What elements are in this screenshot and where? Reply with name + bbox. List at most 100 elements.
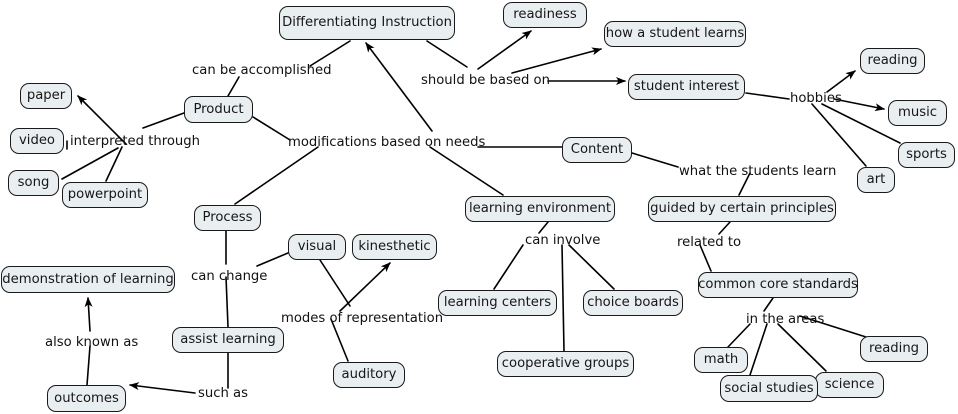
node-common-core-standards[interactable]: common core standards (698, 272, 858, 298)
node-label: music (898, 105, 937, 121)
node-student-interest[interactable]: student interest (628, 74, 745, 100)
edge-interpretedthrough-song (61, 147, 119, 180)
link-label-can-change: can change (191, 270, 267, 283)
edge-hobbies-art (811, 103, 867, 167)
node-guided-by-certain-principles[interactable]: guided by certain principles (648, 196, 836, 222)
edge-product-canbeaccomplished (227, 76, 240, 97)
node-readiness[interactable]: readiness (503, 2, 587, 28)
link-label-text: modifications based on needs (288, 135, 486, 150)
node-differentiating-instruction[interactable]: Differentiating Instruction (279, 6, 455, 40)
edge-suchas-outcomes (129, 382, 196, 394)
edge-outcomes-alsoknownas (86, 345, 91, 386)
link-label-such-as: such as (198, 387, 248, 400)
edge-differentiating-shouldbebasedon (426, 40, 468, 68)
node-demonstration-of-learning[interactable]: demonstration of learning (1, 266, 175, 293)
edge-caninvolve-cooperativegroups (561, 244, 565, 352)
node-label: Content (570, 142, 624, 158)
node-kinesthetic[interactable]: kinesthetic (352, 234, 437, 260)
node-auditory[interactable]: auditory (333, 362, 405, 388)
edge-hobbies-reading (826, 70, 856, 93)
node-reading-hobby[interactable]: reading (860, 48, 925, 74)
node-science[interactable]: science (815, 372, 884, 398)
link-label-text: can be accomplished (192, 63, 332, 78)
edge-shouldbebasedon-howastudentlearns (511, 47, 602, 74)
link-label-text: can change (191, 269, 268, 284)
node-label: how a student learns (605, 26, 745, 42)
edge-modifications-process (234, 146, 319, 205)
node-music[interactable]: music (888, 100, 947, 126)
link-label-modes-of-representation: modes of representation (281, 312, 443, 325)
node-label: Differentiating Instruction (282, 15, 452, 31)
node-label: reading (867, 53, 918, 69)
node-label: visual (297, 239, 337, 255)
edge-alsoknownas-demonstration (84, 297, 93, 332)
node-reading-area[interactable]: reading (860, 336, 928, 362)
node-assist-learning[interactable]: assist learning (172, 327, 284, 353)
edge-visual-modes (319, 259, 351, 307)
link-label-should-be-based-on: should be based on (421, 74, 550, 87)
edge-product-interpretedthrough (142, 112, 185, 129)
node-label: student interest (633, 79, 740, 95)
node-learning-centers[interactable]: learning centers (438, 290, 557, 316)
node-how-a-student-learns[interactable]: how a student learns (604, 21, 746, 47)
node-outcomes[interactable]: outcomes (47, 385, 126, 412)
node-label: reading (868, 341, 920, 357)
node-label: auditory (341, 367, 397, 383)
node-content[interactable]: Content (562, 137, 632, 163)
node-label: readiness (513, 7, 577, 23)
node-label: social studies (724, 380, 814, 396)
link-label-text: also known as (45, 335, 139, 350)
edge-caninvolve-learningcenters (493, 244, 524, 290)
edge-canchange-assistlearning (225, 276, 229, 328)
link-label-what-the-students-learn: what the students learn (679, 165, 836, 178)
node-label: outcomes (54, 390, 119, 406)
edge-content-whatthestudentslearn (631, 152, 679, 168)
edge-interpretedthrough-powerpoint (105, 146, 123, 182)
node-label: learning centers (443, 295, 552, 311)
node-powerpoint[interactable]: powerpoint (62, 182, 148, 208)
link-label-interpreted-through: interpreted through (70, 135, 200, 148)
node-song[interactable]: song (8, 170, 59, 196)
node-label: common core standards (698, 277, 858, 293)
node-learning-environment[interactable]: learning environment (465, 196, 615, 222)
node-math[interactable]: math (694, 347, 748, 373)
link-label-modifications-based-on-needs: modifications based on needs (288, 136, 485, 149)
node-sports[interactable]: sports (898, 142, 955, 168)
edge-caninvolve-choiceboards (568, 244, 615, 290)
link-label-related-to: related to (677, 236, 741, 249)
node-process[interactable]: Process (194, 205, 261, 231)
link-label-hobbies: hobbies (790, 92, 842, 105)
node-label: cooperative groups (501, 356, 630, 372)
node-label: song (17, 175, 50, 191)
link-label-text: what the students learn (679, 164, 837, 179)
node-art[interactable]: art (857, 167, 895, 193)
link-label-text: related to (677, 235, 742, 250)
edge-shouldbebasedon-readiness (477, 30, 532, 70)
node-label: video (18, 133, 56, 149)
node-video[interactable]: video (10, 128, 64, 154)
link-label-can-involve: can involve (525, 234, 600, 247)
node-product[interactable]: Product (184, 96, 253, 123)
node-choice-boards[interactable]: choice boards (583, 290, 683, 316)
node-label: art (866, 172, 886, 188)
node-label: sports (906, 147, 947, 163)
edge-modifications-learningenvironment (429, 146, 504, 196)
node-cooperative-groups[interactable]: cooperative groups (497, 351, 634, 377)
node-social-studies[interactable]: social studies (720, 375, 818, 402)
edge-intheareas-science (777, 323, 827, 372)
node-label: learning environment (469, 201, 611, 217)
link-label-text: such as (198, 386, 248, 401)
edge-intheareas-math (727, 323, 751, 348)
node-paper[interactable]: paper (20, 83, 72, 109)
node-label: powerpoint (67, 187, 143, 203)
edge-commoncore-intheareas (763, 297, 774, 312)
node-visual[interactable]: visual (288, 234, 346, 260)
node-label: Product (193, 101, 244, 117)
link-label-in-the-areas: in the areas (746, 313, 824, 326)
node-label: Process (202, 210, 253, 226)
link-label-text: modes of representation (281, 311, 444, 326)
node-label: choice boards (587, 295, 679, 311)
link-label-also-known-as: also known as (45, 336, 138, 349)
node-label: guided by certain principles (650, 201, 834, 217)
